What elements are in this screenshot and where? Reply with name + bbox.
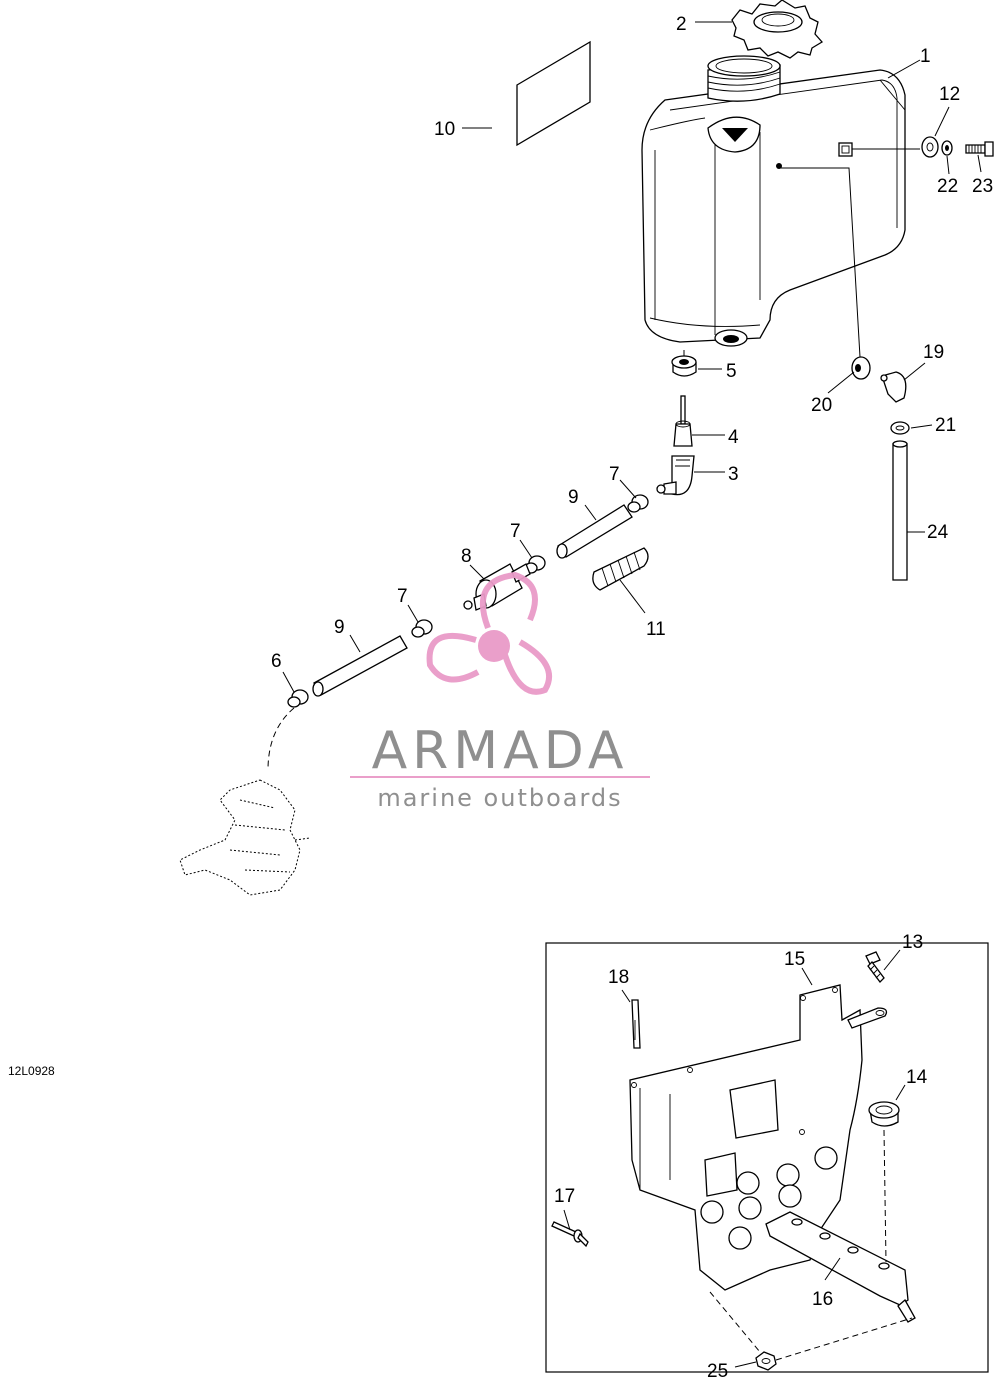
callout-11: 11 bbox=[646, 619, 666, 640]
vent-hose-24 bbox=[892, 440, 908, 581]
callout-7-middle: 7 bbox=[510, 521, 521, 542]
grommet-20 bbox=[851, 356, 871, 380]
callout-15: 15 bbox=[784, 949, 805, 970]
callout-labels: 1 2 3 4 5 6 7 7 7 8 9 9 10 11 12 13 14 1… bbox=[271, 14, 993, 1382]
callout-24: 24 bbox=[927, 522, 949, 543]
callout-21: 21 bbox=[935, 415, 956, 436]
tank-cap bbox=[731, 0, 824, 59]
washer-12 bbox=[921, 136, 939, 158]
callout-7-lower: 7 bbox=[397, 586, 408, 607]
callout-17: 17 bbox=[554, 1186, 575, 1207]
oil-filter-8 bbox=[463, 563, 531, 611]
callout-5: 5 bbox=[726, 361, 737, 382]
drawing-code: 12L0928 bbox=[8, 1064, 55, 1078]
callout-4: 4 bbox=[728, 427, 739, 448]
clip-18 bbox=[631, 999, 641, 1049]
callout-14: 14 bbox=[906, 1067, 928, 1088]
grommet-14 bbox=[868, 1101, 900, 1127]
callout-16: 16 bbox=[812, 1289, 833, 1310]
callout-9-upper: 9 bbox=[568, 487, 579, 508]
leader-lines bbox=[282, 21, 982, 1368]
callout-8: 8 bbox=[461, 546, 472, 567]
clamp-7-upper bbox=[627, 494, 649, 513]
callout-13: 13 bbox=[902, 932, 923, 953]
rivet-17 bbox=[551, 1221, 589, 1248]
washer-22 bbox=[941, 140, 953, 156]
callout-1: 1 bbox=[920, 46, 931, 67]
decal-label bbox=[516, 40, 591, 147]
hose-9-upper bbox=[556, 504, 633, 559]
clamp-21 bbox=[890, 421, 910, 435]
clamp-6 bbox=[287, 689, 309, 708]
brand-name: ARMADA bbox=[372, 721, 629, 781]
callout-9-lower: 9 bbox=[334, 617, 345, 638]
callout-20: 20 bbox=[811, 395, 832, 416]
callout-6: 6 bbox=[271, 651, 282, 672]
callout-7-upper: 7 bbox=[609, 464, 620, 485]
screw-23 bbox=[965, 141, 994, 157]
screw-13 bbox=[865, 951, 885, 983]
oil-pump-dotted bbox=[179, 707, 311, 896]
callout-12: 12 bbox=[939, 84, 960, 105]
callout-25: 25 bbox=[707, 1361, 728, 1382]
spring-guard-11 bbox=[592, 547, 649, 591]
callout-2: 2 bbox=[676, 14, 687, 35]
callout-18: 18 bbox=[608, 967, 629, 988]
callout-10: 10 bbox=[434, 119, 455, 140]
bracket-inset-frame bbox=[545, 942, 989, 1373]
callout-3: 3 bbox=[728, 464, 739, 485]
nut-25 bbox=[755, 1351, 777, 1371]
clamp-7-lower bbox=[411, 619, 433, 638]
vent-elbow-19 bbox=[880, 371, 907, 403]
oil-pickup-4 bbox=[673, 395, 693, 447]
support-plate-16 bbox=[765, 1211, 916, 1323]
grommet-5 bbox=[671, 355, 697, 377]
callout-23: 23 bbox=[972, 176, 993, 197]
armada-logo: ARMADA marine outboards bbox=[350, 571, 650, 812]
propeller-icon bbox=[426, 571, 552, 695]
clamp-7-middle bbox=[524, 555, 546, 574]
brand-tagline: marine outboards bbox=[377, 784, 622, 812]
hose-9-lower bbox=[312, 635, 408, 697]
callout-19: 19 bbox=[923, 342, 944, 363]
elbow-fitting-3 bbox=[656, 455, 695, 496]
oil-tank bbox=[641, 55, 906, 347]
callout-22: 22 bbox=[937, 176, 958, 197]
tank-bracket-15 bbox=[629, 984, 888, 1291]
